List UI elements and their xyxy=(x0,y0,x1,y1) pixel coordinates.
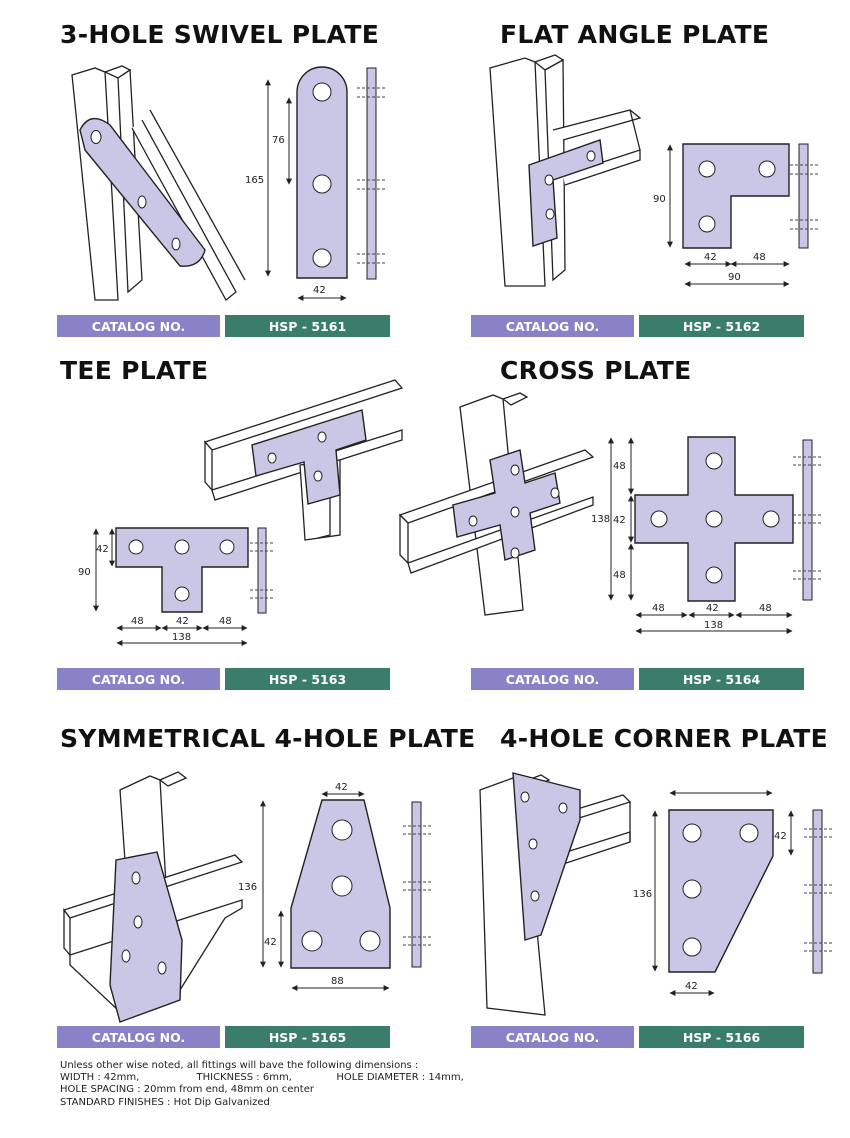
dim-label: 138 xyxy=(172,632,191,643)
symmetrical-plate-drawing: 42 136 42 88 xyxy=(62,771,431,1023)
corner-plate-flat xyxy=(668,809,774,973)
dim-label: 42 xyxy=(313,285,326,296)
dim-label: 42 xyxy=(774,831,787,842)
dim-label: 48 xyxy=(652,603,665,614)
catalog-label: CATALOG NO. xyxy=(471,668,634,690)
dim-label: 42 xyxy=(704,252,717,263)
dim-label: 138 xyxy=(591,514,610,525)
swivel-plate-flat xyxy=(296,66,348,279)
title-symmetrical-plate: SYMMETRICAL 4-HOLE PLATE xyxy=(60,724,476,753)
catalog-code: HSP - 5166 xyxy=(639,1026,804,1048)
flat-angle-plate-flat xyxy=(682,143,790,249)
dim-label: 42 xyxy=(335,782,348,793)
flat-angle-plate-iso xyxy=(528,139,604,247)
catalog-code: HSP - 5165 xyxy=(225,1026,390,1048)
dim-label: 76 xyxy=(272,135,285,146)
title-flat-angle-plate: FLAT ANGLE PLATE xyxy=(500,20,770,49)
symmetrical-plate-flat xyxy=(290,799,391,969)
cross-plate-flat xyxy=(634,436,794,602)
dim-label: 48 xyxy=(753,252,766,263)
catalog-label: CATALOG NO. xyxy=(57,668,220,690)
catalog-label: CATALOG NO. xyxy=(471,1026,634,1048)
tee-plate-iso xyxy=(251,409,367,505)
swivel-side-profile xyxy=(357,67,386,280)
dim-label: 90 xyxy=(653,194,666,205)
dim-label: 48 xyxy=(613,461,626,472)
symmetrical-side-profile xyxy=(403,801,431,968)
title-cross-plate: CROSS PLATE xyxy=(500,356,692,385)
footnote-line4: STANDARD FINISHES : Hot Dip Galvanized xyxy=(60,1096,270,1108)
footnote: Unless other wise noted, all fittings wi… xyxy=(60,1060,464,1109)
dim-label: 48 xyxy=(759,603,772,614)
swivel-plate-drawing: 165 76 42 xyxy=(71,65,386,301)
title-swivel-plate: 3-HOLE SWIVEL PLATE xyxy=(60,20,380,49)
dim-label: 42 xyxy=(706,603,719,614)
catalog-code: HSP - 5164 xyxy=(639,668,804,690)
dim-label: 90 xyxy=(78,567,91,578)
footnote-thickness: THICKNESS : 6mm, xyxy=(196,1072,292,1084)
dim-label: 138 xyxy=(704,620,723,631)
catalog-label: CATALOG NO. xyxy=(471,315,634,337)
dim-label: 48 xyxy=(219,616,232,627)
dim-label: 48 xyxy=(131,616,144,627)
title-corner-plate: 4-HOLE CORNER PLATE xyxy=(500,724,828,753)
dim-label: 42 xyxy=(264,937,277,948)
footnote-line1: Unless other wise noted, all fittings wi… xyxy=(60,1060,419,1071)
catalog-code: HSP - 5162 xyxy=(639,315,804,337)
dim-label: 42 xyxy=(96,544,109,555)
corner-side-profile xyxy=(804,809,832,974)
catalog-code: HSP - 5161 xyxy=(225,315,390,337)
dim-label: 42 xyxy=(613,515,626,526)
cross-plate-drawing: 48 138 42 48 48 42 48 138 xyxy=(398,392,822,634)
dim-label: 136 xyxy=(633,889,652,900)
footnote-width: WIDTH : 42mm, xyxy=(60,1072,140,1084)
dim-label: 42 xyxy=(176,616,189,627)
dim-label: 136 xyxy=(238,882,257,893)
corner-plate-drawing: 136 42 42 xyxy=(479,772,832,1016)
dim-label: 48 xyxy=(613,570,626,581)
catalog-label: CATALOG NO. xyxy=(57,1026,220,1048)
symmetrical-plate-iso xyxy=(109,851,183,1023)
swivel-plate-iso xyxy=(79,117,206,267)
channel-iso xyxy=(489,54,642,287)
dim-label: 42 xyxy=(685,981,698,992)
channel-iso xyxy=(71,65,246,301)
tee-side-profile xyxy=(250,527,274,614)
catalog-code: HSP - 5163 xyxy=(225,668,390,690)
tee-plate-flat xyxy=(115,527,249,613)
catalog-label: CATALOG NO. xyxy=(57,315,220,337)
corner-plate-iso xyxy=(512,772,581,941)
cross-plate-iso xyxy=(452,449,561,561)
cross-side-profile xyxy=(793,439,822,601)
footnote-hole-diameter: HOLE DIAMETER : 14mm, xyxy=(336,1072,464,1084)
tee-plate-drawing: 42 90 48 42 48 138 xyxy=(78,379,404,646)
title-tee-plate: TEE PLATE xyxy=(60,356,209,385)
dim-label: 165 xyxy=(245,175,264,186)
flat-angle-side-profile xyxy=(790,143,818,249)
dim-label: 90 xyxy=(728,272,741,283)
footnote-line3: HOLE SPACING : 20mm from end, 48mm on ce… xyxy=(60,1084,314,1096)
flat-angle-plate-drawing: 90 42 48 90 xyxy=(489,54,818,287)
dim-label: 88 xyxy=(331,976,344,987)
